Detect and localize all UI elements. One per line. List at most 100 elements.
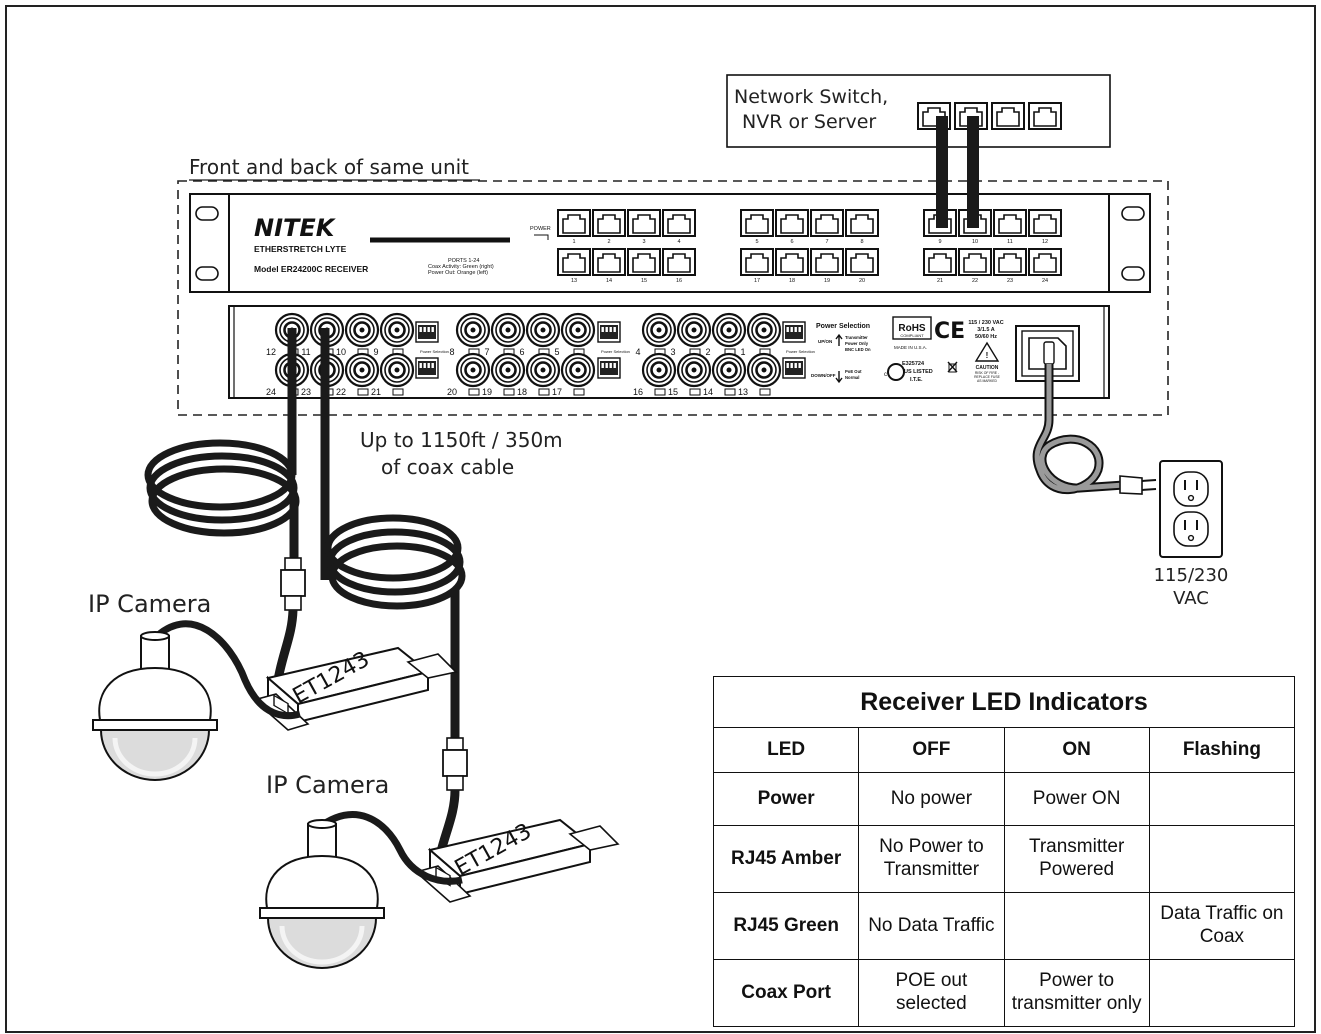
outlet-label-line1: 115/230 xyxy=(1154,565,1229,586)
coax-cable-2 xyxy=(320,328,468,885)
back-bnc-port-18 xyxy=(525,352,561,388)
svg-text:50/60 Hz: 50/60 Hz xyxy=(975,334,997,340)
port-number-label: 7 xyxy=(825,239,828,245)
bnc-number-label: 21 xyxy=(371,387,381,397)
outlet-label-line2: VAC xyxy=(1173,588,1209,609)
power-outlet-icon: 115/230 VAC xyxy=(1154,460,1229,609)
down-off-label: DOWN/OFF xyxy=(811,373,836,378)
header-off: OFF xyxy=(858,727,1005,773)
dip-switch-icon xyxy=(597,321,621,343)
front-rj45-port-18 xyxy=(775,248,809,276)
back-bnc-port-9 xyxy=(379,312,415,348)
bnc-number-label: 23 xyxy=(301,387,311,397)
brand-logo: NITEK xyxy=(254,214,337,242)
ul-mark-icon xyxy=(887,363,905,381)
plug-icon xyxy=(1119,475,1143,495)
bnc-number-label: 11 xyxy=(301,347,310,357)
front-rj45-port-11 xyxy=(993,209,1027,237)
port-number-label: 4 xyxy=(677,239,680,245)
port-number-label: 5 xyxy=(755,239,758,245)
ce-mark: CE xyxy=(934,319,965,344)
port-number-label: 11 xyxy=(1007,239,1013,245)
front-rj45-port-21 xyxy=(923,248,957,276)
svg-text:Transmitter: Transmitter xyxy=(845,335,868,340)
back-bnc-port-6 xyxy=(525,312,561,348)
port-number-label: 18 xyxy=(789,278,795,284)
front-rj45-port-7 xyxy=(810,209,844,237)
svg-text:c: c xyxy=(884,372,887,378)
port-number-label: 12 xyxy=(1042,239,1048,245)
camera-cable-1 xyxy=(149,620,301,720)
port-number-label: 14 xyxy=(606,278,612,284)
back-bnc-port-20 xyxy=(455,352,491,388)
bnc-led-indicator xyxy=(503,388,515,396)
port-number-label: 24 xyxy=(1042,278,1048,284)
bnc-led-indicator xyxy=(689,388,701,396)
front-rj45-port-8 xyxy=(845,209,879,237)
bnc-number-label: 17 xyxy=(552,387,562,397)
svg-text:I.T.E.: I.T.E. xyxy=(910,377,923,383)
svg-text:!: ! xyxy=(986,351,989,360)
bnc-number-label: 9 xyxy=(373,347,378,357)
back-bnc-port-4 xyxy=(641,312,677,348)
header-led: LED xyxy=(712,727,860,773)
camera-label-1: IP Camera xyxy=(88,590,211,618)
back-bnc-port-19 xyxy=(490,352,526,388)
table-row: Coax Port POE out selected Power to tran… xyxy=(712,959,1296,1027)
power-out-text: Power Out: Orange (left) xyxy=(428,270,488,276)
bnc-number-label: 15 xyxy=(668,387,678,397)
svg-text:CAUTION: CAUTION xyxy=(976,365,999,371)
front-rj45-port-23 xyxy=(993,248,1027,276)
dip-label: Power Selection xyxy=(420,349,449,354)
front-rj45-port-5 xyxy=(740,209,774,237)
port-number-label: 2 xyxy=(607,239,610,245)
switch-port-4 xyxy=(1028,102,1062,130)
network-cables xyxy=(936,116,979,228)
dip-label: Power Selection xyxy=(601,349,630,354)
dip-switch-icon xyxy=(415,321,439,343)
rack-slot-icon xyxy=(1121,206,1145,221)
front-panel: NITEK ETHERSTRETCH LYTE Model ER24200C R… xyxy=(189,193,1151,293)
front-rj45-port-4 xyxy=(662,209,696,237)
table-title: Receiver LED Indicators xyxy=(713,676,1295,728)
caution-triangle-icon xyxy=(974,341,1000,362)
bnc-number-label: 6 xyxy=(519,347,524,357)
bnc-led-indicator xyxy=(654,388,666,396)
bnc-led-indicator xyxy=(357,388,369,396)
front-rj45-port-12 xyxy=(1028,209,1062,237)
front-rj45-port-1 xyxy=(557,209,591,237)
frame-border xyxy=(5,5,1316,1033)
power-selection-title: Power Selection xyxy=(816,323,870,330)
back-bnc-port-3 xyxy=(676,312,712,348)
dip-label: Power Selection xyxy=(786,349,815,354)
camera-cable-2 xyxy=(315,811,463,885)
port-number-label: 20 xyxy=(859,278,865,284)
rack-slot-icon xyxy=(195,206,219,221)
front-rj45-port-22 xyxy=(958,248,992,276)
bnc-number-label: 12 xyxy=(266,347,276,357)
back-bnc-port-22 xyxy=(344,352,380,388)
unit-dashed-outline xyxy=(177,180,1169,416)
switch-label-line2: NVR or Server xyxy=(742,111,876,133)
led-indicator-table: Receiver LED Indicators LED OFF ON Flash… xyxy=(712,676,1296,1027)
network-switch: Network Switch, NVR or Server xyxy=(726,74,1111,148)
back-bnc-port-17 xyxy=(560,352,596,388)
back-bnc-port-7 xyxy=(490,312,526,348)
svg-text:3/1.5 A: 3/1.5 A xyxy=(977,327,995,333)
header-on: ON xyxy=(1003,727,1150,773)
coax-activity-text: Coax Activity: Green (right) xyxy=(428,264,494,270)
port-number-label: 6 xyxy=(790,239,793,245)
switch-label-line1: Network Switch, xyxy=(734,86,888,108)
rack-slot-icon xyxy=(195,266,219,281)
front-rj45-port-2 xyxy=(592,209,626,237)
back-bnc-port-21 xyxy=(379,352,415,388)
svg-text:RoHS: RoHS xyxy=(898,323,926,334)
bnc-led-indicator xyxy=(538,388,550,396)
svg-text:RISK OF FIRE -: RISK OF FIRE - xyxy=(975,371,999,375)
back-bnc-port-16 xyxy=(641,352,677,388)
front-rj45-port-17 xyxy=(740,248,774,276)
svg-text:PoE Out: PoE Out xyxy=(845,369,862,374)
svg-text:Power Only: Power Only xyxy=(845,341,869,346)
svg-text:E325724: E325724 xyxy=(902,361,925,367)
